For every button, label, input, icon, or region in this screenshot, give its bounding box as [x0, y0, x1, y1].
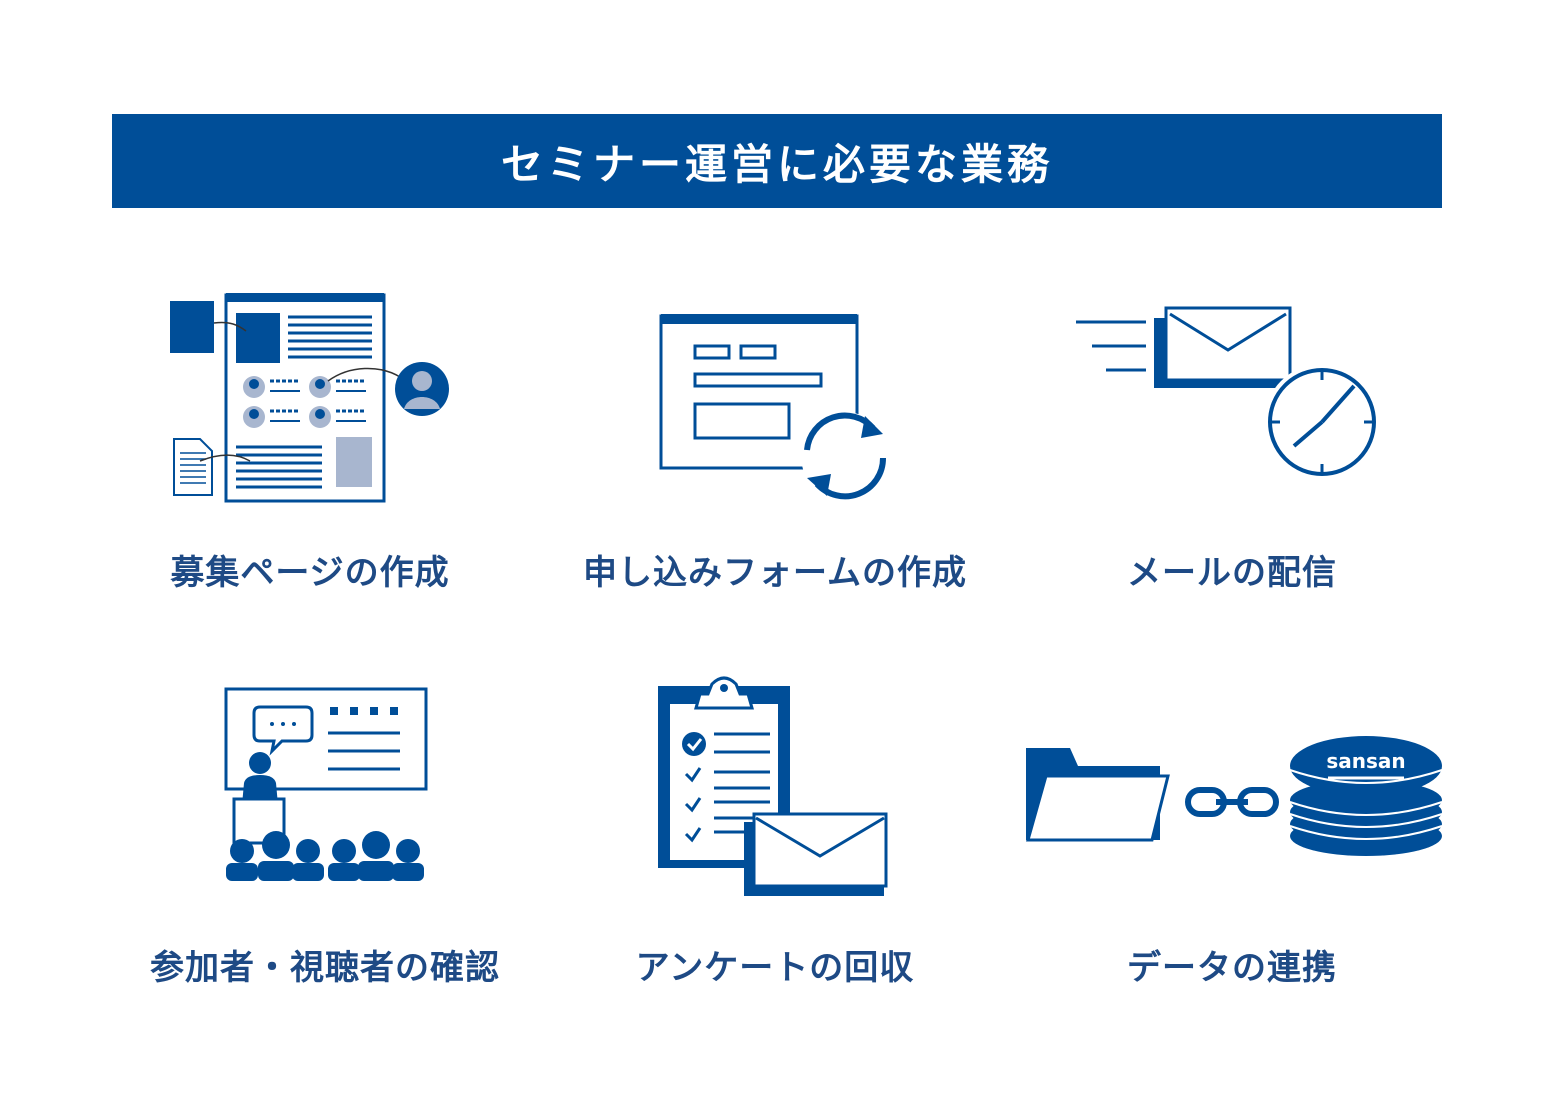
section-title: セミナー運営に必要な業務 — [500, 139, 1053, 189]
survey-collection-icon — [658, 676, 888, 896]
section-header-banner: セミナー運営に必要な業務 — [112, 114, 1442, 208]
task-label-attendee-check: 参加者・視聴者の確認 — [150, 948, 500, 988]
task-label-application-form: 申し込みフォームの作成 — [583, 553, 967, 593]
recruitment-page-icon — [170, 293, 449, 503]
email-delivery-icon — [1076, 306, 1380, 480]
task-label-survey-collection: アンケートの回収 — [635, 948, 915, 988]
task-label-data-integration: データの連携 — [1127, 948, 1337, 988]
task-label-email-delivery: メールの配信 — [1127, 553, 1337, 593]
sansan-logo-text: sansan — [1326, 749, 1405, 773]
application-form-icon — [659, 314, 889, 500]
attendee-check-icon — [224, 687, 428, 881]
task-label-recruitment-page: 募集ページの作成 — [170, 553, 450, 593]
data-integration-icon: sansan — [1026, 736, 1443, 856]
